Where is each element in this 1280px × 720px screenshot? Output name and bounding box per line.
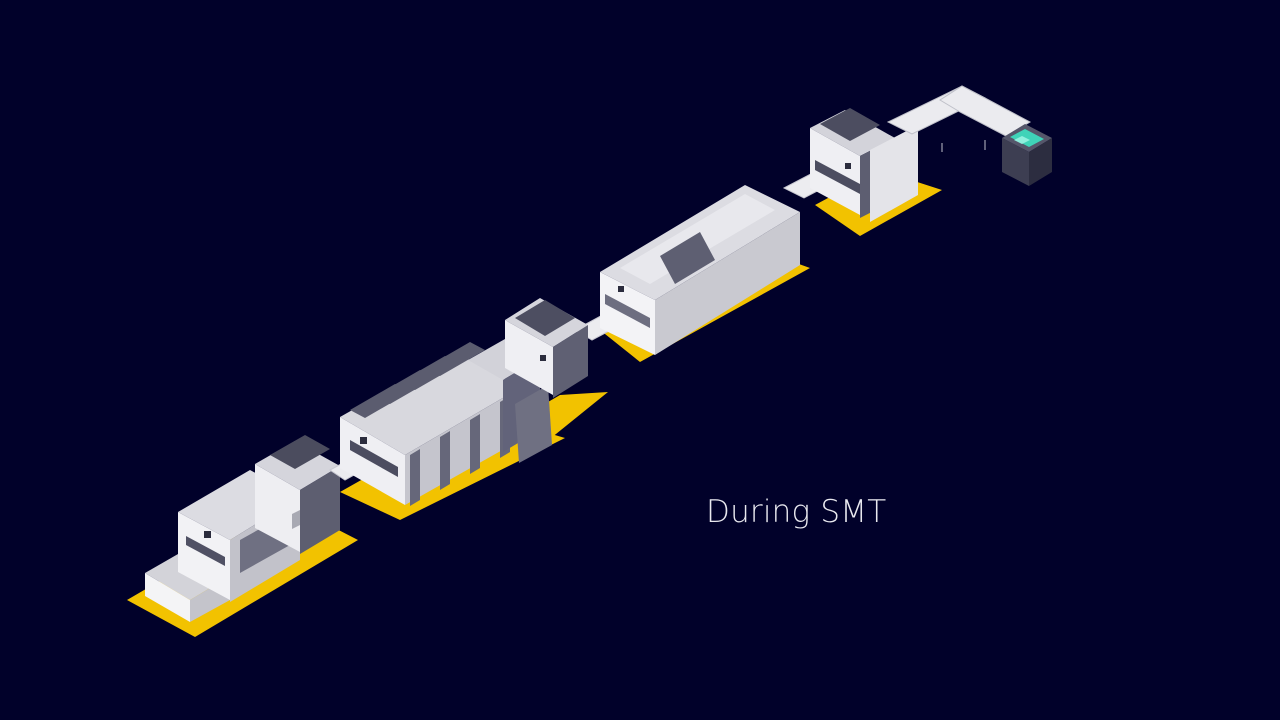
placement-machines	[340, 339, 552, 506]
printer-machine	[255, 435, 340, 554]
reflow-oven	[600, 185, 800, 355]
caption-text: During SMT	[706, 494, 887, 530]
pcb-storage-cart	[1002, 124, 1052, 186]
mid-machine	[505, 298, 588, 398]
aoi-machine	[810, 108, 918, 222]
